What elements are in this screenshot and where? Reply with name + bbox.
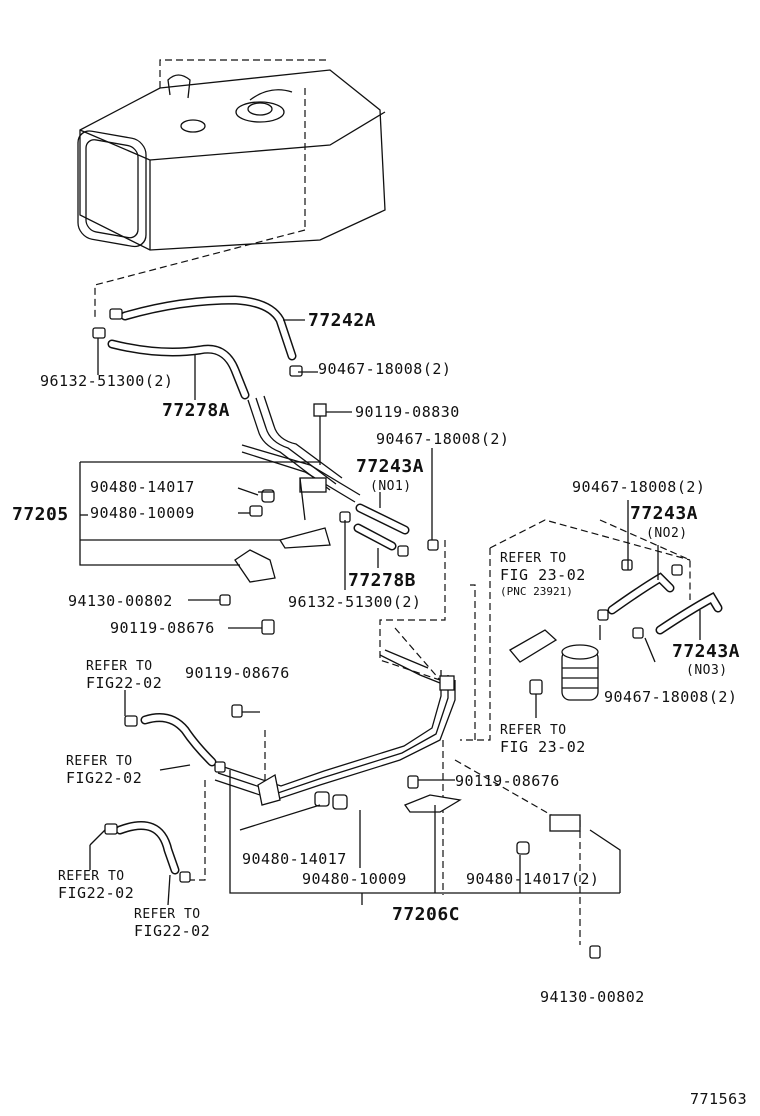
label-94130-00802-lower: 94130-00802 bbox=[540, 988, 645, 1006]
label-77243a-no3: 77243A bbox=[672, 641, 741, 662]
label-96132-51300-lower: 96132-51300(2) bbox=[288, 593, 422, 611]
label-fig-22-02-c: FIG22-02 bbox=[58, 884, 135, 902]
label-90119-08676-lower: 90119-08676 bbox=[455, 772, 560, 790]
label-77206c: 77206C bbox=[392, 904, 461, 925]
pipe-bundle-lower bbox=[214, 649, 621, 959]
label-77243a-no1: 77243A bbox=[356, 456, 425, 477]
label-refer-fig-22-02-b: REFER TO bbox=[66, 754, 133, 769]
label-fig-22-02-d: FIG22-02 bbox=[134, 922, 211, 940]
label-77278a: 77278A bbox=[162, 400, 231, 421]
label-refer-fig-22-02-a: REFER TO bbox=[86, 659, 153, 674]
label-90480-14017-right: 90480-14017(2) bbox=[466, 870, 600, 888]
hose-77278a bbox=[107, 339, 250, 400]
clamp-icons bbox=[92, 308, 318, 377]
label-refer-fig-23-02-upper: REFER TO bbox=[500, 551, 567, 566]
label-fig-22-02-a: FIG22-02 bbox=[86, 674, 163, 692]
hoses-lower-left bbox=[89, 690, 226, 906]
figure-number: 771563 bbox=[690, 1090, 748, 1108]
label-no3: (NO3) bbox=[686, 663, 728, 678]
label-90467-18008-lower: 90467-18008(2) bbox=[604, 688, 738, 706]
filter-and-hoses bbox=[509, 500, 723, 718]
label-77243a-no2: 77243A bbox=[630, 503, 699, 524]
label-90119-08676-mid: 90119-08676 bbox=[185, 664, 290, 682]
label-refer-fig-22-02-c: REFER TO bbox=[58, 869, 125, 884]
label-90467-18008-mid: 90467-18008(2) bbox=[376, 430, 510, 448]
label-90467-18008-right: 90467-18008(2) bbox=[572, 478, 706, 496]
label-refer-fig-23-02-lower: REFER TO bbox=[500, 723, 567, 738]
label-90480-10009-lower: 90480-10009 bbox=[302, 870, 407, 888]
label-90480-14017-lower: 90480-14017 bbox=[242, 850, 347, 868]
label-fig-23-02-upper: FIG 23-02 bbox=[500, 566, 586, 584]
label-77278b: 77278B bbox=[348, 570, 417, 591]
bracket-77205 bbox=[79, 461, 320, 635]
label-pnc-23921: (PNC 23921) bbox=[500, 585, 573, 598]
pipe-bundle-upper bbox=[234, 395, 361, 583]
hose-77243a-no1 bbox=[339, 448, 439, 590]
label-96132-51300-upper: 96132-51300(2) bbox=[40, 372, 174, 390]
label-fig-23-02-lower: FIG 23-02 bbox=[500, 738, 586, 756]
dashed-guides bbox=[190, 519, 691, 945]
label-no1: (NO1) bbox=[370, 479, 412, 494]
label-90480-14017-upper: 90480-14017 bbox=[90, 478, 195, 496]
label-77242a: 77242A bbox=[308, 310, 377, 331]
hose-77242a bbox=[120, 295, 305, 361]
label-refer-fig-22-02-d: REFER TO bbox=[134, 907, 201, 922]
label-90119-08830: 90119-08830 bbox=[355, 403, 460, 421]
label-90480-10009-upper: 90480-10009 bbox=[90, 504, 195, 522]
label-90119-08676-upper: 90119-08676 bbox=[110, 619, 215, 637]
label-77205: 77205 bbox=[12, 504, 69, 525]
label-94130-00802-upper: 94130-00802 bbox=[68, 592, 173, 610]
label-fig-22-02-b: FIG22-02 bbox=[66, 769, 143, 787]
label-90467-18008-upper: 90467-18008(2) bbox=[318, 360, 452, 378]
label-no2: (NO2) bbox=[646, 526, 688, 541]
fuel-tank bbox=[77, 59, 386, 320]
